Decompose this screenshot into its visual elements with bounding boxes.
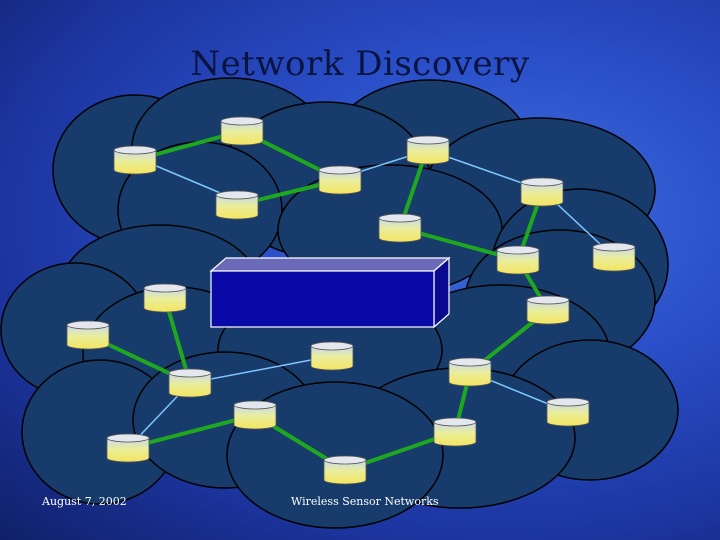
sensor-node [113,145,157,175]
sensor-node [526,295,570,325]
sensor-node [546,397,590,427]
sensor-node [378,213,422,243]
sensor-node [323,455,367,485]
sensor-node [433,417,477,447]
sensor-node [520,177,564,207]
box-front-face [210,270,435,328]
neighbor-link [189,355,333,384]
sensor-node [143,283,187,313]
box-side-face [433,256,450,329]
box-top-face [209,257,451,272]
range-circle [226,381,444,529]
sensor-node [496,245,540,275]
sensor-node [448,357,492,387]
sensor-node [66,320,110,350]
sensor-node [318,165,362,195]
sensor-node [220,116,264,146]
sensor-node [168,368,212,398]
sensor-node [406,135,450,165]
obstacle-box [209,256,451,329]
sensor-node [215,190,259,220]
slide-title: Network Discovery [190,44,530,84]
sensor-node [310,341,354,371]
footer-date: August 7, 2002 [42,495,127,508]
footer-topic: Wireless Sensor Networks [291,495,439,508]
sensor-node [233,400,277,430]
sensor-node [592,242,636,272]
sensor-nodes [66,116,636,485]
sensor-node [106,433,150,463]
